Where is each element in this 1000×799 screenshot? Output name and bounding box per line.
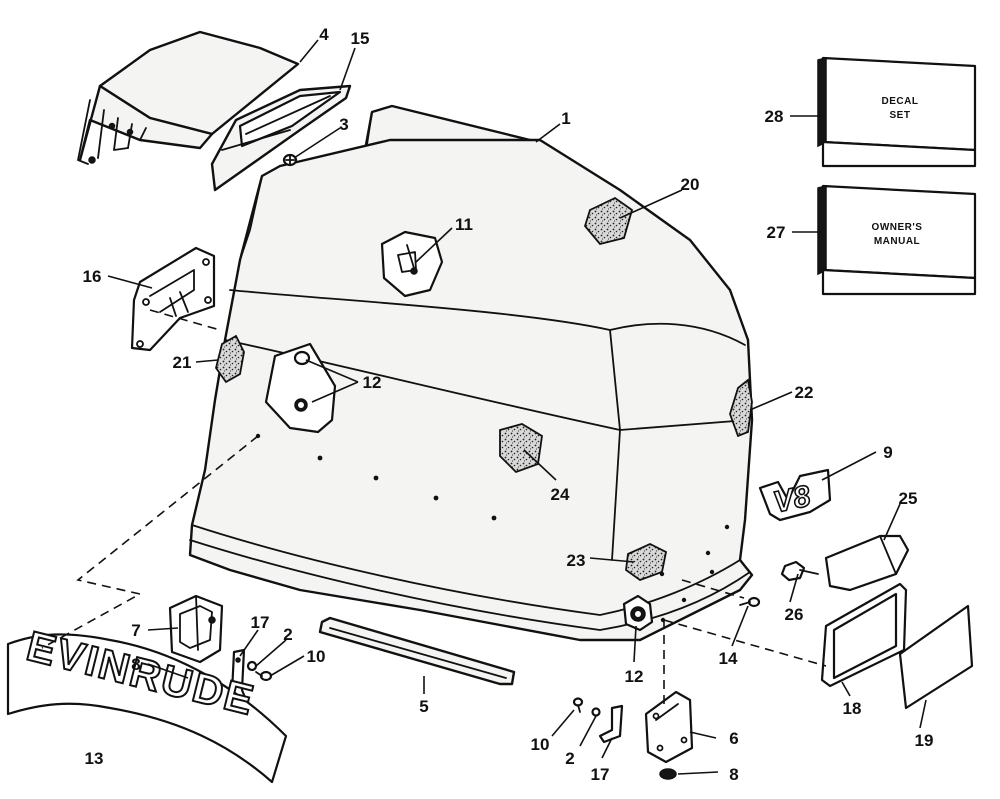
nut-26	[780, 560, 819, 582]
callout-2-right: 2	[565, 749, 574, 768]
callout-18: 18	[843, 699, 862, 718]
evinrude-decal: EVINRUDE	[6, 621, 288, 784]
callout-11: 11	[455, 215, 473, 234]
callout-7: 7	[131, 621, 140, 640]
callout-8-left: 8	[131, 655, 140, 674]
side-plate-with-grommets	[264, 342, 337, 434]
callout-23: 23	[567, 551, 586, 570]
engine-cover	[188, 104, 754, 642]
callout-16: 16	[83, 267, 102, 286]
assembly-line-bracket	[149, 309, 221, 331]
rear-bracket	[130, 246, 216, 352]
assembly-line-screw	[681, 579, 745, 599]
callout-26: 26	[785, 605, 804, 624]
v8-emblem-text: V8	[771, 479, 814, 519]
screw-14	[739, 596, 761, 608]
callout-10-right: 10	[531, 735, 550, 754]
lower-grommet	[622, 594, 654, 632]
v8-emblem: V8	[758, 468, 832, 522]
assembly-line-rear	[41, 435, 259, 649]
decal-set-box: DECAL SET	[817, 56, 977, 168]
callout-13: 13	[85, 749, 104, 768]
callout-12-lower: 12	[625, 667, 644, 686]
callout-15: 15	[351, 29, 370, 48]
owners-manual-box: OWNER'S MANUAL	[817, 184, 977, 296]
air-intake-cover	[77, 30, 300, 165]
owners-manual-line2: MANUAL	[874, 236, 920, 247]
screw-3	[282, 153, 298, 167]
foam-pad-23	[625, 543, 668, 582]
callout-6: 6	[729, 729, 738, 748]
callout-2-left: 2	[283, 625, 292, 644]
cover-plate	[898, 604, 974, 710]
callout-3: 3	[339, 115, 348, 134]
callout-12-upper: 12	[363, 373, 382, 392]
callout-22: 22	[795, 383, 814, 402]
callout-17-left: 17	[251, 613, 270, 632]
screw-10b	[572, 697, 584, 713]
latch-plate	[644, 690, 694, 764]
callout-1: 1	[561, 109, 570, 128]
vent-plate-with-bolt	[380, 230, 444, 298]
callout-21: 21	[173, 353, 192, 372]
washer-2b	[591, 707, 601, 717]
callout-27: 27	[767, 223, 786, 242]
callout-9: 9	[883, 443, 892, 462]
callout-14: 14	[719, 649, 738, 668]
callout-labels: 1 2 2 3 4 5 6 7 8 8 9 10 10 11 12 12 13 …	[83, 25, 934, 784]
plate-frame	[820, 582, 908, 688]
decal-set-line1: DECAL	[882, 96, 919, 107]
owners-manual-line1: OWNER'S	[872, 222, 923, 233]
callout-19: 19	[915, 731, 934, 750]
callout-24: 24	[551, 485, 570, 504]
callout-10-left: 10	[307, 647, 326, 666]
decal-set-line2: SET	[890, 110, 911, 121]
washer-2a	[246, 660, 258, 672]
cap-screw-8b	[659, 768, 677, 780]
latch-bracket-17b	[598, 704, 624, 744]
foam-pad-22	[729, 378, 753, 438]
foam-pad-21	[215, 334, 245, 384]
callout-8-right: 8	[729, 765, 738, 784]
foam-pad-20	[583, 196, 634, 246]
callout-5: 5	[419, 697, 428, 716]
callout-4: 4	[319, 25, 329, 44]
callout-17-right: 17	[591, 765, 610, 784]
callout-25: 25	[899, 489, 918, 508]
seal-strip	[318, 616, 516, 686]
intake-grille	[210, 84, 352, 192]
assembly-line-plate	[663, 619, 827, 667]
callout-20: 20	[681, 175, 700, 194]
leader-lines	[107, 39, 927, 775]
callout-28: 28	[765, 107, 784, 126]
latch	[168, 594, 224, 664]
name-plate	[824, 534, 910, 592]
